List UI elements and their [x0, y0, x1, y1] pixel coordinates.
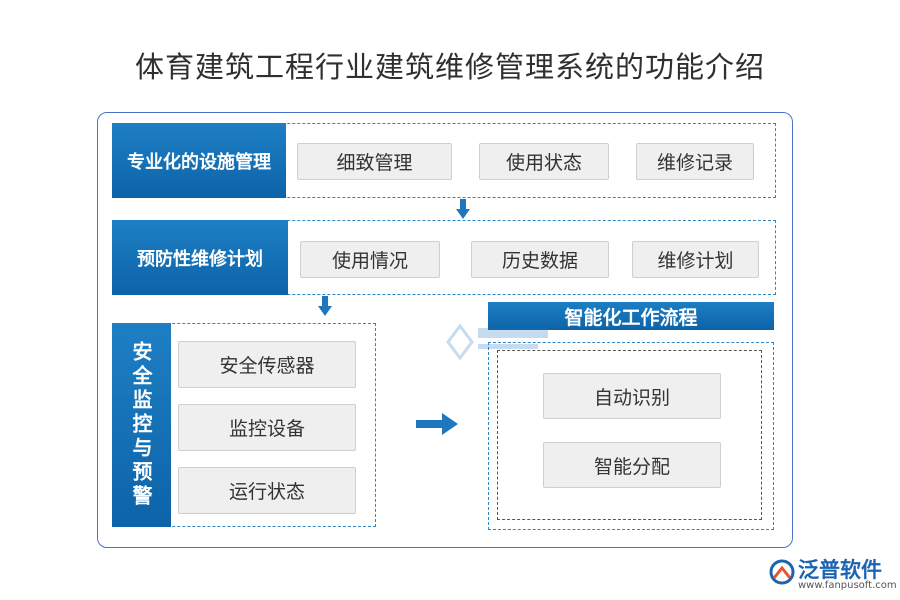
logo-icon: [769, 559, 795, 585]
workflow-inner-frame: [497, 350, 762, 520]
logo-name: 泛普软件: [798, 558, 882, 582]
brand-logo: 泛普软件 www.fanpusoft.com: [768, 552, 897, 596]
item-usage-condition: 使用情况: [300, 241, 440, 278]
section-label-intelligent-workflow: 智能化工作流程: [488, 302, 774, 330]
arrow-down-icon: [456, 199, 470, 219]
item-smart-assignment: 智能分配: [543, 442, 721, 488]
item-safety-sensor: 安全传感器: [178, 341, 356, 388]
diagram-frame: [97, 112, 793, 548]
item-repair-records: 维修记录: [636, 143, 754, 180]
item-auto-recognition: 自动识别: [543, 373, 721, 419]
arrow-down-icon: [318, 296, 332, 316]
item-usage-status: 使用状态: [479, 143, 609, 180]
item-running-status: 运行状态: [178, 467, 356, 514]
item-repair-plan: 维修计划: [632, 241, 759, 278]
logo-url: www.fanpusoft.com: [798, 580, 897, 591]
item-detailed-management: 细致管理: [297, 143, 452, 180]
section-label-facility-management: 专业化的设施管理: [112, 123, 286, 198]
item-monitoring-device: 监控设备: [178, 404, 356, 451]
arrow-right-icon: [416, 413, 458, 435]
section-label-preventive-maintenance: 预防性维修计划: [112, 220, 288, 295]
watermark-logo-icon: [446, 323, 548, 361]
page-title: 体育建筑工程行业建筑维修管理系统的功能介绍: [134, 50, 765, 84]
section-label-safety-monitoring: 安全监控与预警: [112, 323, 171, 527]
section-intelligent-workflow: [488, 342, 774, 530]
item-history-data: 历史数据: [471, 241, 609, 278]
